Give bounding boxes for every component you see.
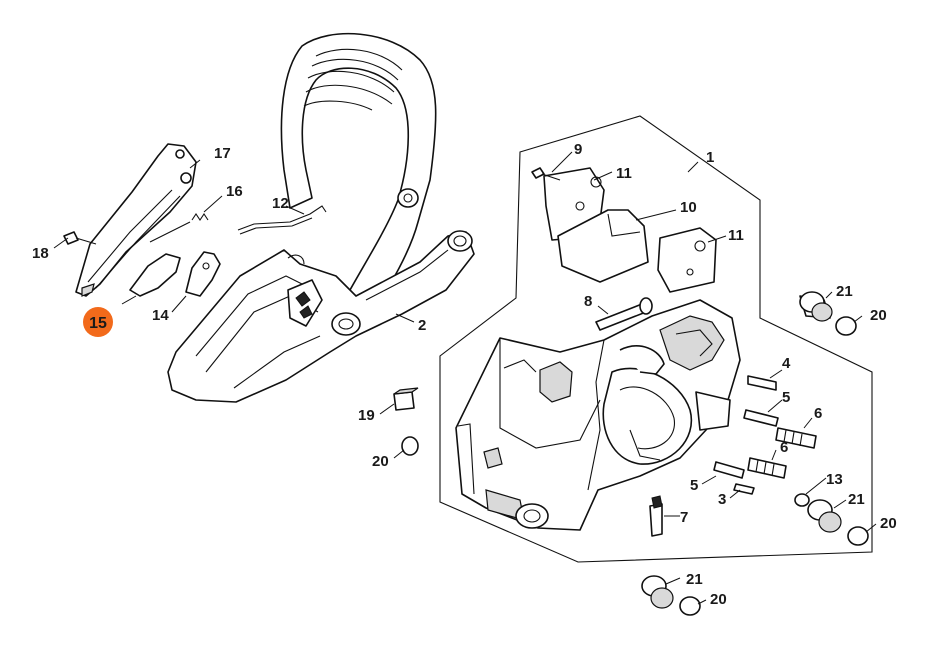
wire-spring-part <box>237 205 327 235</box>
callout-11-lower[interactable]: 11 <box>728 227 744 244</box>
highlight-label: 15 <box>89 315 107 332</box>
cap-part-20-bottom <box>679 596 701 616</box>
buffer-part-21-mid <box>807 499 842 533</box>
callout-20-bottom[interactable]: 20 <box>710 591 727 608</box>
callout-6-upper[interactable]: 6 <box>814 405 822 422</box>
assembly-boundary <box>439 115 873 563</box>
callout-13[interactable]: 13 <box>826 471 843 488</box>
callout-10[interactable]: 10 <box>680 199 697 216</box>
callout-17[interactable]: 17 <box>214 145 231 162</box>
brake-lever-part <box>129 251 221 297</box>
buffer-part-21-bottom <box>641 575 674 609</box>
callout-21-mid[interactable]: 21 <box>848 491 865 508</box>
callout-20-top[interactable]: 20 <box>870 307 887 324</box>
callout-18[interactable]: 18 <box>32 245 49 262</box>
highlight-badge <box>83 307 113 337</box>
cap-part-20-mid <box>847 526 869 546</box>
leader-lines <box>53 151 877 605</box>
block-part-19 <box>393 387 419 411</box>
spring-part <box>149 213 209 243</box>
callout-3[interactable]: 3 <box>718 491 726 508</box>
callout-8[interactable]: 8 <box>584 293 592 310</box>
insert-part-7 <box>649 495 663 537</box>
hand-guard-part <box>75 143 197 297</box>
plates-group <box>543 167 717 293</box>
callout-5-lower[interactable]: 5 <box>690 477 698 494</box>
callout-4[interactable]: 4 <box>782 355 791 372</box>
callout-labels: 1 2 3 4 5 5 6 6 7 8 9 10 11 11 12 13 14 … <box>32 141 897 608</box>
studs-group <box>713 375 817 495</box>
bolt-part-8 <box>595 297 653 331</box>
callout-5-upper[interactable]: 5 <box>782 389 790 406</box>
handlebar-part <box>167 32 475 403</box>
highlight-callout-15[interactable]: 15 <box>83 307 113 337</box>
callout-2[interactable]: 2 <box>418 317 426 334</box>
callout-1[interactable]: 1 <box>706 149 714 166</box>
callout-7[interactable]: 7 <box>680 509 688 526</box>
callout-16[interactable]: 16 <box>226 183 243 200</box>
crankcase-part <box>455 299 741 531</box>
callout-19[interactable]: 19 <box>358 407 375 424</box>
callout-12[interactable]: 12 <box>272 195 289 212</box>
callout-9[interactable]: 9 <box>574 141 582 158</box>
screw-part-9 <box>531 167 561 181</box>
screw-part-18 <box>63 231 97 245</box>
callout-14[interactable]: 14 <box>152 307 169 324</box>
callout-21-top[interactable]: 21 <box>836 283 853 300</box>
buffer-part-21-top <box>799 291 833 322</box>
callout-6-lower[interactable]: 6 <box>780 439 788 456</box>
callout-21-bottom[interactable]: 21 <box>686 571 703 588</box>
cap-part-20-left <box>401 436 419 456</box>
ring-part-13 <box>794 493 810 507</box>
callout-20-left[interactable]: 20 <box>372 453 389 470</box>
callout-20-mid[interactable]: 20 <box>880 515 897 532</box>
cap-part-20-top <box>835 316 857 336</box>
callout-11-upper[interactable]: 11 <box>616 165 632 182</box>
